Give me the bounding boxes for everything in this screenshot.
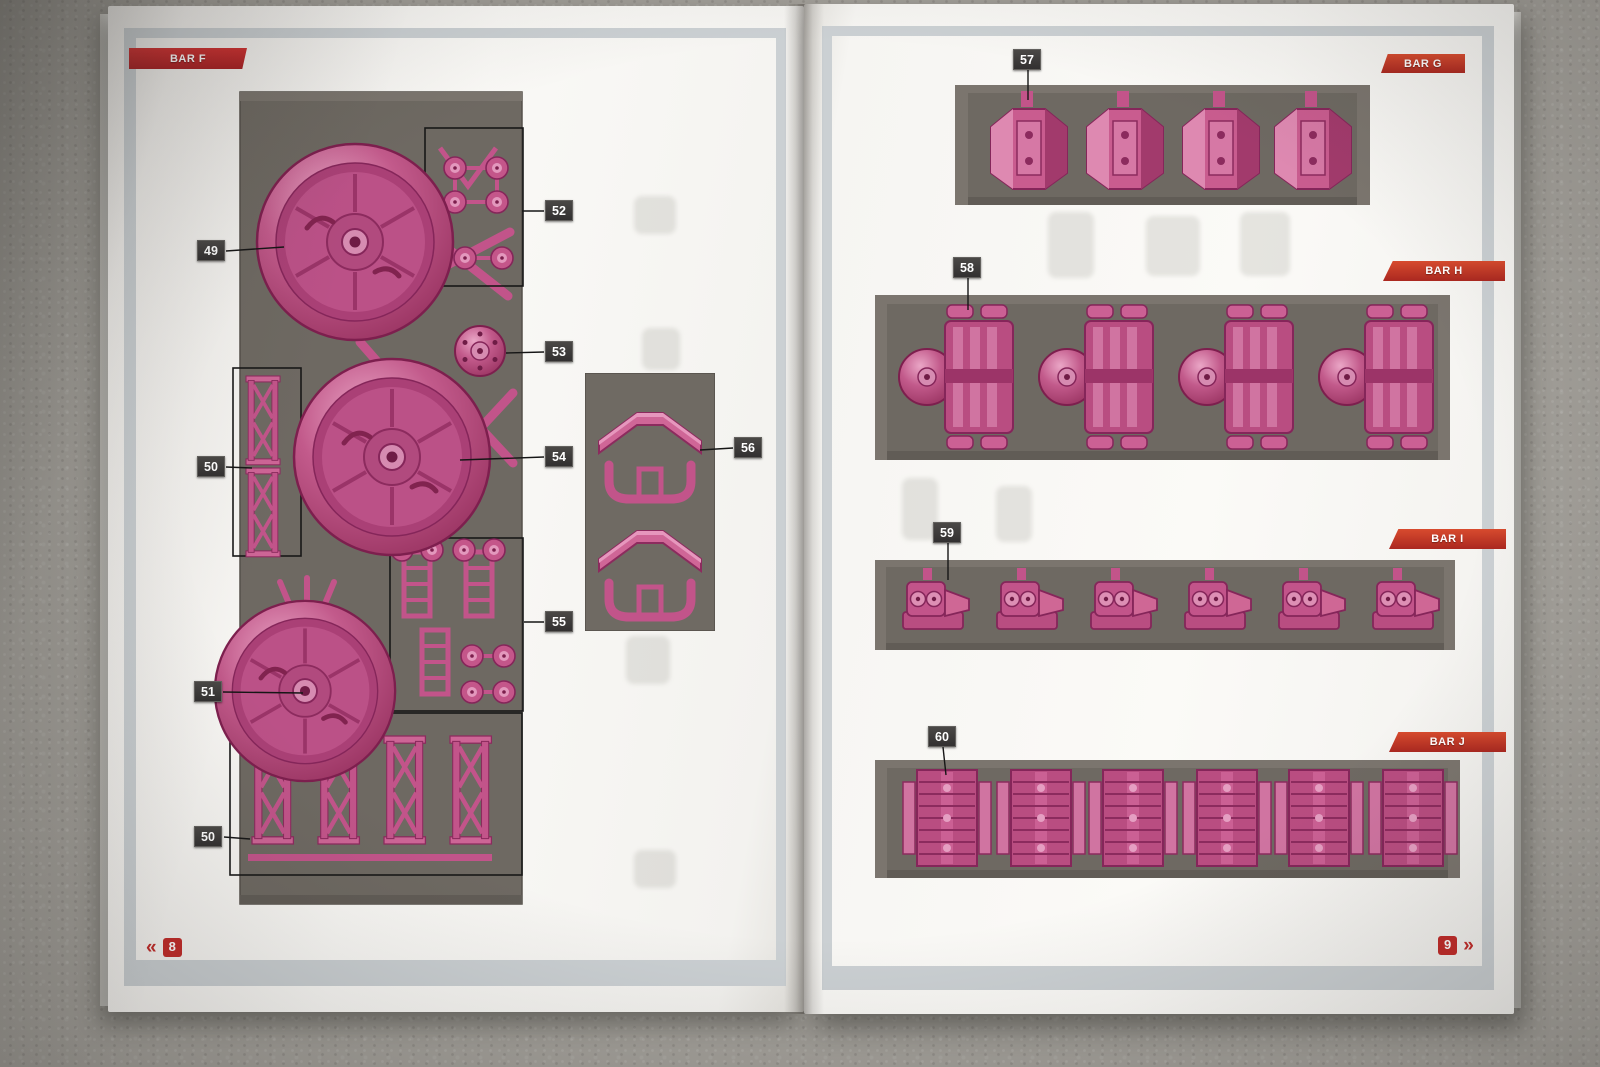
part-60-track-section <box>902 769 992 867</box>
part-54-drum <box>294 359 490 555</box>
callout-58: 58 <box>953 257 981 278</box>
part-53-cap <box>454 325 506 377</box>
part-51-drum <box>215 601 395 781</box>
sprue-g-diagram <box>955 85 1370 205</box>
sprue-h-diagram <box>875 295 1450 460</box>
bar-j-badge: BAR J <box>1389 732 1506 752</box>
callout-49: 49 <box>197 240 225 261</box>
bar-f-badge: BAR F <box>129 48 247 69</box>
page-number-left: 8 <box>162 938 182 957</box>
callout-59: 59 <box>933 522 961 543</box>
sprue-56-diagram <box>585 373 715 631</box>
callout-54: 54 <box>545 446 573 467</box>
page-stack-edge-right <box>1512 12 1521 1008</box>
callout-51: 51 <box>194 681 222 702</box>
sprue-j-diagram <box>875 760 1460 878</box>
part-49-drum <box>257 144 453 340</box>
callout-55: 55 <box>545 611 573 632</box>
callout-50b: 50 <box>194 826 222 847</box>
part-50-jack-row-bottom <box>248 736 492 861</box>
bar-h-badge: BAR H <box>1383 261 1505 281</box>
sprue-f-diagram <box>210 91 524 905</box>
part-56-mudguard-b <box>598 530 702 622</box>
sprue-i-diagram <box>875 560 1455 650</box>
part-52-wheel-set <box>437 146 514 270</box>
callout-57: 57 <box>1013 49 1041 70</box>
page-footer-right: 9 » <box>1438 936 1474 955</box>
callout-50a: 50 <box>197 456 225 477</box>
next-page-icon: » <box>1463 935 1474 956</box>
page-stack-edge-left <box>100 14 110 1006</box>
callout-56: 56 <box>734 437 762 458</box>
prev-page-icon: « <box>146 937 157 958</box>
bar-g-badge: BAR G <box>1381 54 1465 73</box>
callout-53: 53 <box>545 341 573 362</box>
page-number-right: 9 <box>1438 936 1458 955</box>
page-footer-left: « 8 <box>146 938 182 957</box>
callout-60: 60 <box>928 726 956 747</box>
bar-i-badge: BAR I <box>1389 529 1506 549</box>
part-56-mudguard-a <box>598 412 702 504</box>
part-55-suspension-set <box>390 538 516 704</box>
callout-52: 52 <box>545 200 573 221</box>
